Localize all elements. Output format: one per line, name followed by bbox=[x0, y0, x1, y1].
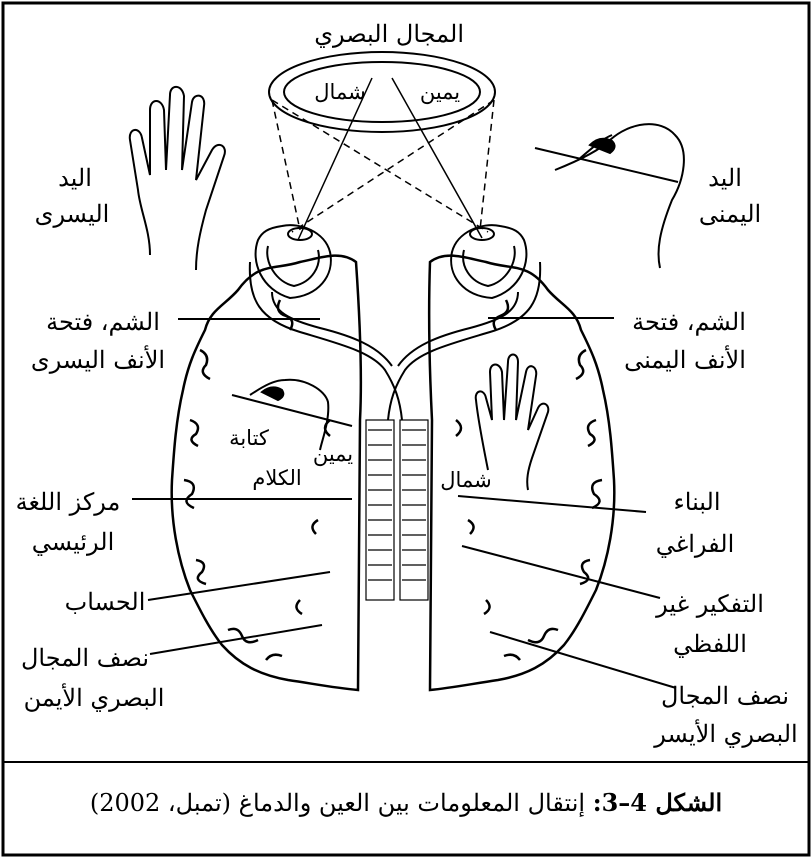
right-hand-label-line2: اليمنى bbox=[680, 196, 780, 232]
visual-field-left-label: شمال bbox=[305, 74, 375, 110]
left-smell-label-line2: الأنف اليسرى bbox=[18, 342, 178, 378]
right-half-field-label-line2: البصري الأيمن bbox=[14, 680, 174, 716]
right-half-field-label-line1: نصف المجال bbox=[20, 640, 150, 676]
left-eye-icon bbox=[256, 225, 331, 298]
inside-left-label: شمال bbox=[436, 462, 496, 498]
right-hand-writing-icon bbox=[535, 124, 684, 268]
left-smell-label-line1: الشم، فتحة bbox=[28, 304, 178, 340]
nonverbal-label-line1: التفكير غير bbox=[640, 586, 780, 622]
figure-caption: الشكل 4–3: إنتقال المعلومات بين العين وا… bbox=[60, 786, 752, 820]
left-hand-label-line2: اليسرى bbox=[22, 196, 122, 232]
right-smell-label-line1: الشم، فتحة bbox=[614, 304, 764, 340]
corpus-callosum bbox=[366, 420, 428, 600]
visual-field-label: المجال البصري bbox=[324, 16, 464, 52]
language-center-label-line2: الرئيسي bbox=[18, 524, 128, 560]
left-half-field-label-line1: نصف المجال bbox=[660, 678, 790, 714]
writing-label: كتابة bbox=[214, 420, 284, 456]
arithmetic-label: الحساب bbox=[60, 584, 150, 620]
caption-text: إنتقال المعلومات بين العين والدماغ (تمبل… bbox=[90, 789, 585, 817]
left-half-field-label-line2: البصري الأيسر bbox=[646, 716, 806, 752]
right-smell-label-line2: الأنف اليمنى bbox=[610, 342, 760, 378]
left-hand-icon bbox=[130, 87, 225, 270]
caption-prefix: الشكل 4–3: bbox=[593, 788, 722, 817]
inside-right-label: يمين bbox=[308, 436, 358, 472]
right-hand-label-line1: اليد bbox=[690, 160, 760, 196]
spatial-label-line1: البناء bbox=[652, 484, 742, 520]
left-hand-label-line1: اليد bbox=[40, 160, 110, 196]
language-center-label-line1: مركز اللغة bbox=[0, 484, 136, 520]
spatial-label-line2: الفراغي bbox=[640, 526, 750, 562]
visual-field-right-label: يمين bbox=[410, 74, 470, 110]
nonverbal-label-line2: اللفظي bbox=[660, 626, 760, 662]
